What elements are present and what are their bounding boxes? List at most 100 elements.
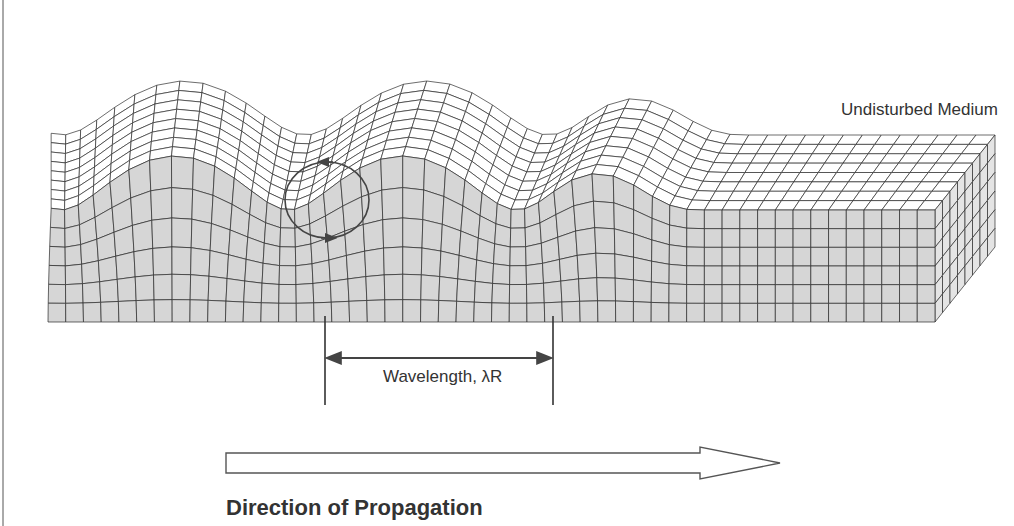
front-face-cell (192, 189, 213, 223)
front-face-cell (740, 229, 758, 248)
front-face-cell (633, 280, 651, 303)
front-face-cell (82, 261, 100, 284)
front-face-cell (459, 231, 478, 260)
front-face-cell (669, 264, 687, 284)
front-face-cell (900, 229, 918, 248)
front-face-cell (329, 256, 348, 282)
front-face-cell (457, 279, 476, 302)
top-surface-cell (51, 171, 65, 182)
front-face-cell (384, 247, 403, 275)
front-face-cell (279, 266, 296, 285)
front-face-cell (101, 301, 119, 322)
front-face-cell (152, 218, 172, 248)
front-face-cell (244, 281, 262, 303)
front-face-cell (81, 239, 99, 264)
side-face-cell (958, 266, 966, 294)
direction-label: Direction of Propagation (226, 495, 483, 521)
front-face-cell (477, 238, 495, 264)
front-face-cell (846, 229, 864, 248)
front-face-cell (98, 256, 117, 282)
front-face-cell (509, 303, 527, 322)
dimension-label: Wavelength, λR (380, 367, 505, 387)
front-face-cell (510, 247, 526, 266)
front-face-cell (811, 210, 829, 229)
front-face-cell (227, 255, 246, 281)
front-face-cell (740, 210, 758, 229)
front-face-cell (864, 229, 882, 248)
top-surface-cell (51, 143, 65, 154)
top-surface-cell (281, 200, 296, 210)
front-face-cell (261, 283, 279, 303)
front-face-cell (543, 259, 561, 283)
front-face-cell (687, 266, 705, 285)
top-surface-cell (289, 162, 305, 172)
front-face-cell (704, 229, 722, 248)
front-face-cell (740, 303, 758, 322)
front-face-cell (474, 281, 492, 303)
front-face-cell (114, 225, 134, 256)
front-face-cell (82, 282, 100, 303)
front-face-cell (900, 247, 918, 266)
front-face-cell (669, 284, 687, 304)
front-face-cell (758, 285, 776, 304)
front-face-cell (383, 218, 403, 248)
front-face-cell (616, 301, 634, 322)
front-face-cell (349, 300, 367, 322)
front-face-cell (900, 210, 918, 229)
front-face-cell (775, 303, 793, 322)
front-face-cell (421, 300, 439, 322)
front-face-cell (209, 251, 229, 279)
front-face-cell (280, 228, 295, 247)
front-face-cell (740, 247, 758, 266)
front-face-cell (210, 224, 230, 255)
front-face-cell (403, 218, 423, 248)
front-face-cell (722, 285, 740, 304)
front-face-cell (132, 220, 152, 252)
front-face-cell (846, 266, 864, 285)
front-face-cell (50, 208, 64, 228)
front-face-cell (882, 303, 900, 322)
front-face-cell (580, 301, 598, 322)
front-face-cell (615, 278, 633, 302)
front-face-cell (775, 266, 793, 285)
front-face-cell (509, 284, 526, 303)
front-face-cell (135, 275, 154, 301)
front-face-cell (403, 156, 425, 190)
front-face-cell (117, 277, 136, 302)
front-face-cell (811, 303, 829, 322)
front-face-cell (403, 188, 424, 220)
front-face-cell (687, 228, 705, 247)
front-face-cell (634, 234, 652, 261)
front-face-cell (422, 220, 442, 251)
front-face-cell (243, 302, 261, 322)
front-face-cell (829, 285, 847, 304)
front-face-cell (229, 230, 248, 259)
front-face-cell (49, 265, 66, 284)
orbit-arrow (321, 237, 331, 239)
dimension-tick (552, 316, 554, 405)
front-face-cell (510, 266, 527, 285)
front-face-cell (100, 279, 119, 302)
front-face-cell (525, 223, 541, 247)
front-face-cell (704, 210, 722, 229)
front-face-cell (687, 209, 705, 228)
front-face-cell (348, 277, 367, 302)
front-face-cell (775, 229, 793, 248)
front-face-cell (900, 266, 918, 285)
side-face-cell (935, 294, 943, 322)
front-face-cell (362, 190, 383, 224)
front-face-cell (172, 218, 192, 248)
border-rule (3, 0, 4, 526)
front-face-cell (669, 225, 686, 247)
front-face-cell (421, 275, 440, 301)
front-face-cell (633, 302, 651, 322)
front-face-cell (312, 260, 330, 283)
front-face-cell (510, 228, 525, 247)
front-face-cell (527, 283, 545, 303)
front-face-cell (651, 261, 669, 284)
top-surface-cell (51, 152, 65, 163)
top-surface-cell (51, 161, 65, 172)
front-face-cell (846, 210, 864, 229)
front-face-cell (330, 279, 349, 302)
front-face-cell (314, 302, 332, 322)
